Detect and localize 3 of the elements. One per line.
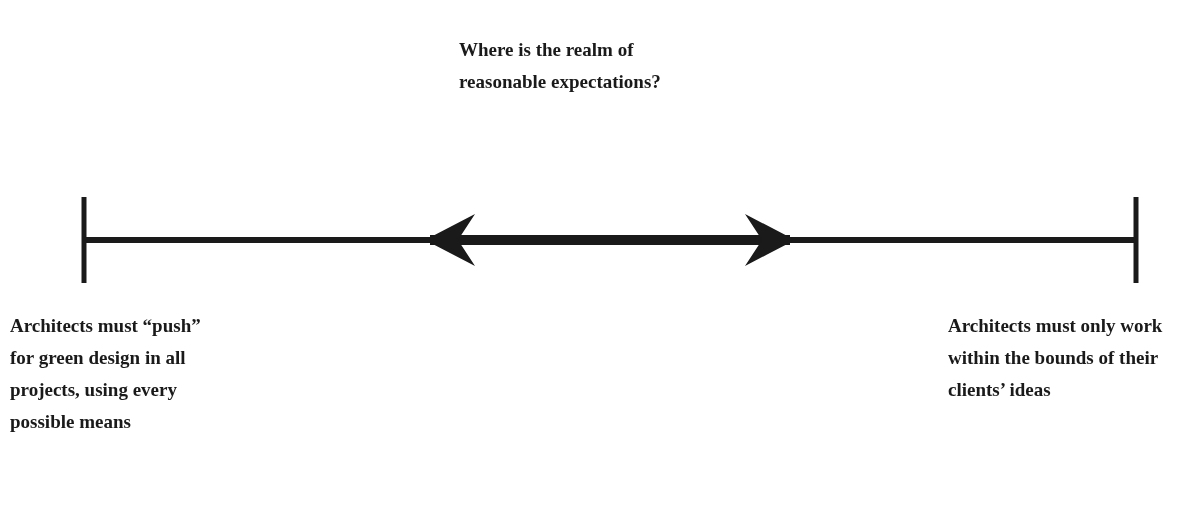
right-end-label: Architects must only work within the bounds of their clients’ ideas	[948, 314, 1164, 402]
question-text: Where is the realm of reasonable expectations?	[459, 38, 662, 94]
left-end-label: Architects must “push” for green design in all projects, using every possible means	[10, 314, 202, 434]
